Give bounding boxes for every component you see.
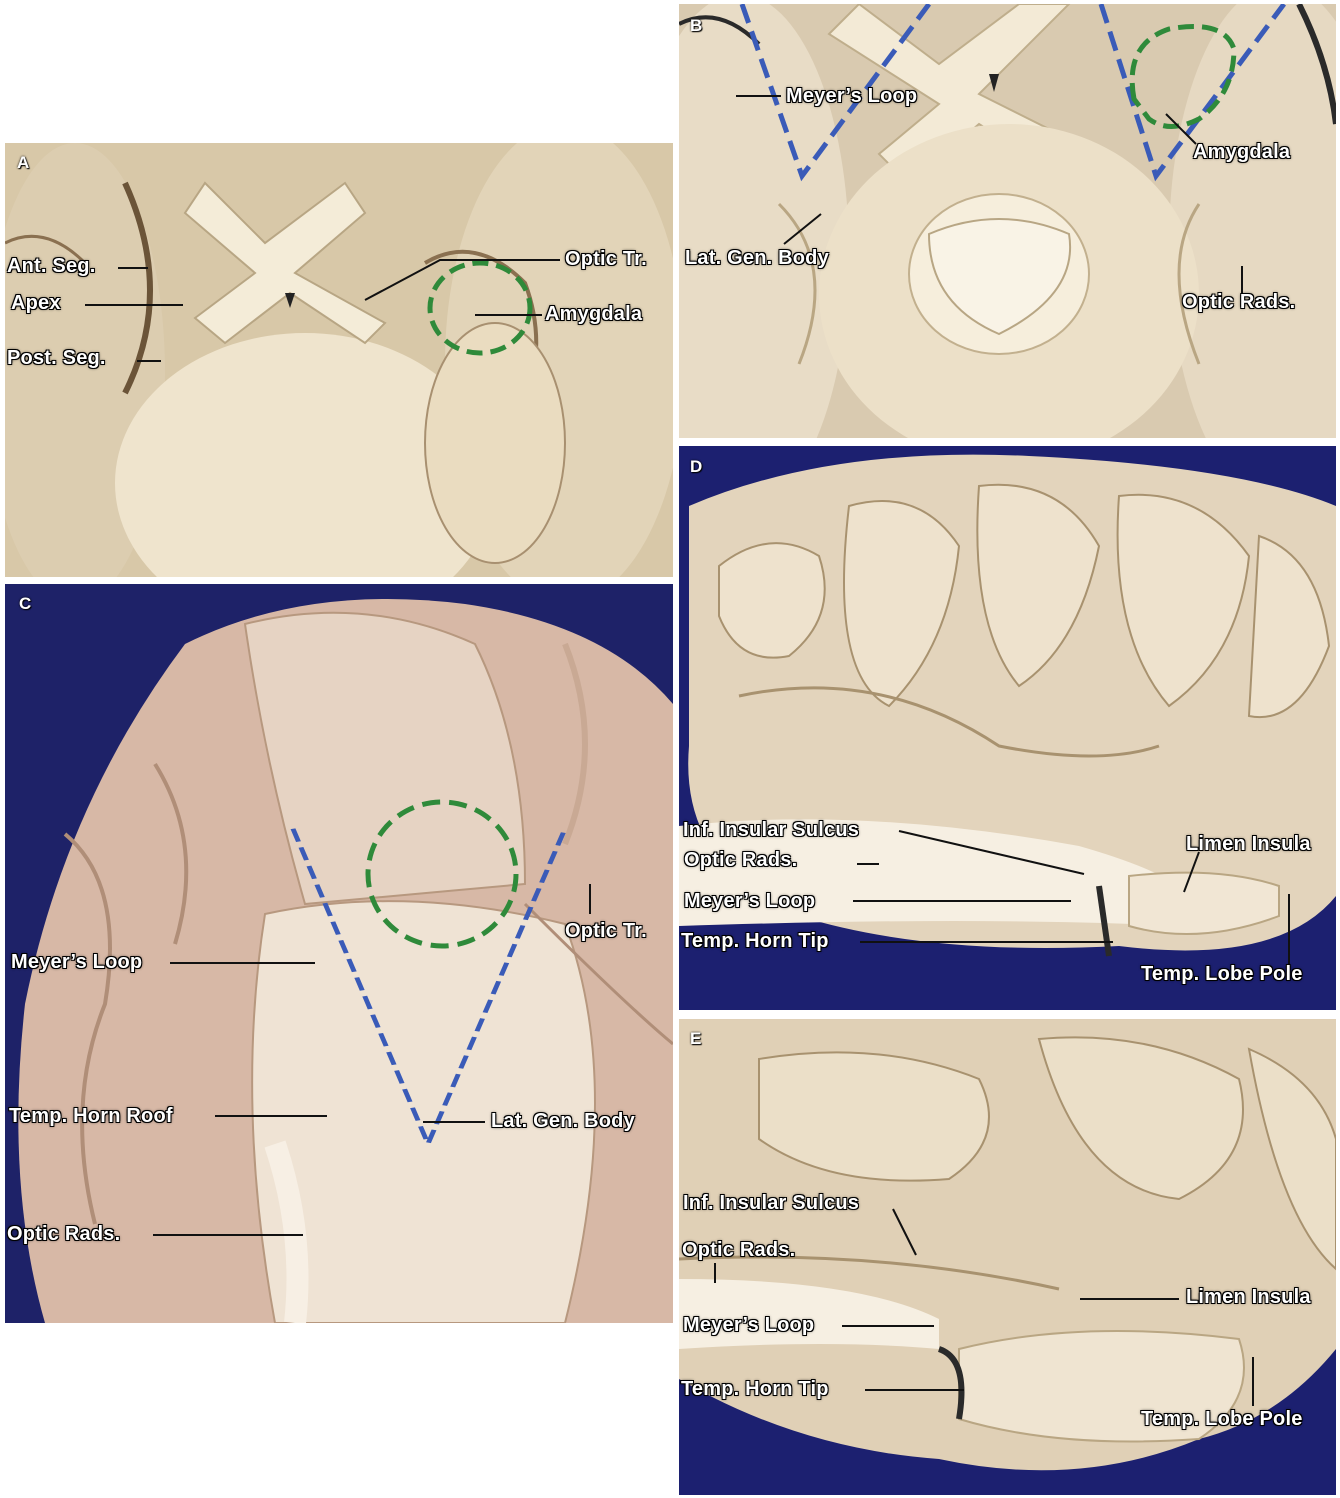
label-limen-insula: Limen Insula	[1186, 833, 1311, 855]
label-amygdala: Amygdala	[1193, 141, 1291, 163]
label-meyers-loop: Meyer’s Loop	[11, 951, 143, 973]
panel-letter: B	[690, 16, 703, 35]
label-temp-horn-tip: Temp. Horn Tip	[681, 1378, 829, 1400]
label-meyers-loop: Meyer’s Loop	[684, 890, 816, 912]
label-post-seg: Post. Seg.	[7, 347, 106, 369]
label-optic-tr: Optic Tr.	[565, 920, 647, 942]
panel-b-photo	[679, 4, 1336, 438]
panel-letter: C	[19, 594, 32, 613]
label-meyers-loop: Meyer’s Loop	[683, 1314, 815, 1336]
label-inf-insular-sulcus: Inf. Insular Sulcus	[683, 819, 860, 841]
label-optic-rads: Optic Rads.	[7, 1223, 121, 1245]
label-limen-insula: Limen Insula	[1186, 1286, 1311, 1308]
panel-c: C Optic Tr. Meyer’s Loop Temp. Horn Roof…	[5, 584, 673, 1323]
panel-d-photo	[679, 446, 1336, 1010]
panel-letter: D	[690, 457, 703, 476]
label-meyers-loop: Meyer’s Loop	[786, 85, 918, 107]
panel-e-photo	[679, 1019, 1336, 1495]
panel-letter: E	[690, 1029, 702, 1048]
label-optic-rads: Optic Rads.	[684, 849, 798, 871]
panel-b: B Meyer’s Loop Amygdala Lat. Gen. Body O…	[679, 4, 1336, 438]
leader-post-seg	[137, 360, 161, 362]
leader-ant-seg	[118, 267, 148, 269]
panel-a-photo	[5, 143, 673, 577]
label-inf-insular-sulcus: Inf. Insular Sulcus	[683, 1192, 860, 1214]
label-temp-horn-tip: Temp. Horn Tip	[681, 930, 829, 952]
label-lat-gen-body: Lat. Gen. Body	[491, 1110, 635, 1132]
leader-apex	[85, 304, 183, 306]
label-temp-horn-roof: Temp. Horn Roof	[9, 1105, 173, 1127]
panel-d: D Inf. Insular Sulcus Optic Rads. Limen …	[679, 446, 1336, 1010]
panel-a: A Ant. Seg. Apex Post. Seg. Optic Tr. Am…	[5, 143, 673, 577]
label-optic-rads: Optic Rads.	[1182, 291, 1296, 313]
label-temp-lobe-pole: Temp. Lobe Pole	[1141, 963, 1303, 985]
label-temp-lobe-pole: Temp. Lobe Pole	[1141, 1408, 1303, 1430]
label-optic-rads: Optic Rads.	[682, 1239, 796, 1261]
label-optic-tr: Optic Tr.	[565, 248, 647, 270]
label-ant-seg: Ant. Seg.	[7, 255, 96, 277]
panel-e: E Inf. Insular Sulcus Optic Rads. Limen …	[679, 1019, 1336, 1495]
panel-letter: A	[17, 153, 30, 172]
label-lat-gen-body: Lat. Gen. Body	[685, 247, 829, 269]
label-apex: Apex	[11, 292, 61, 314]
label-amygdala: Amygdala	[545, 303, 643, 325]
